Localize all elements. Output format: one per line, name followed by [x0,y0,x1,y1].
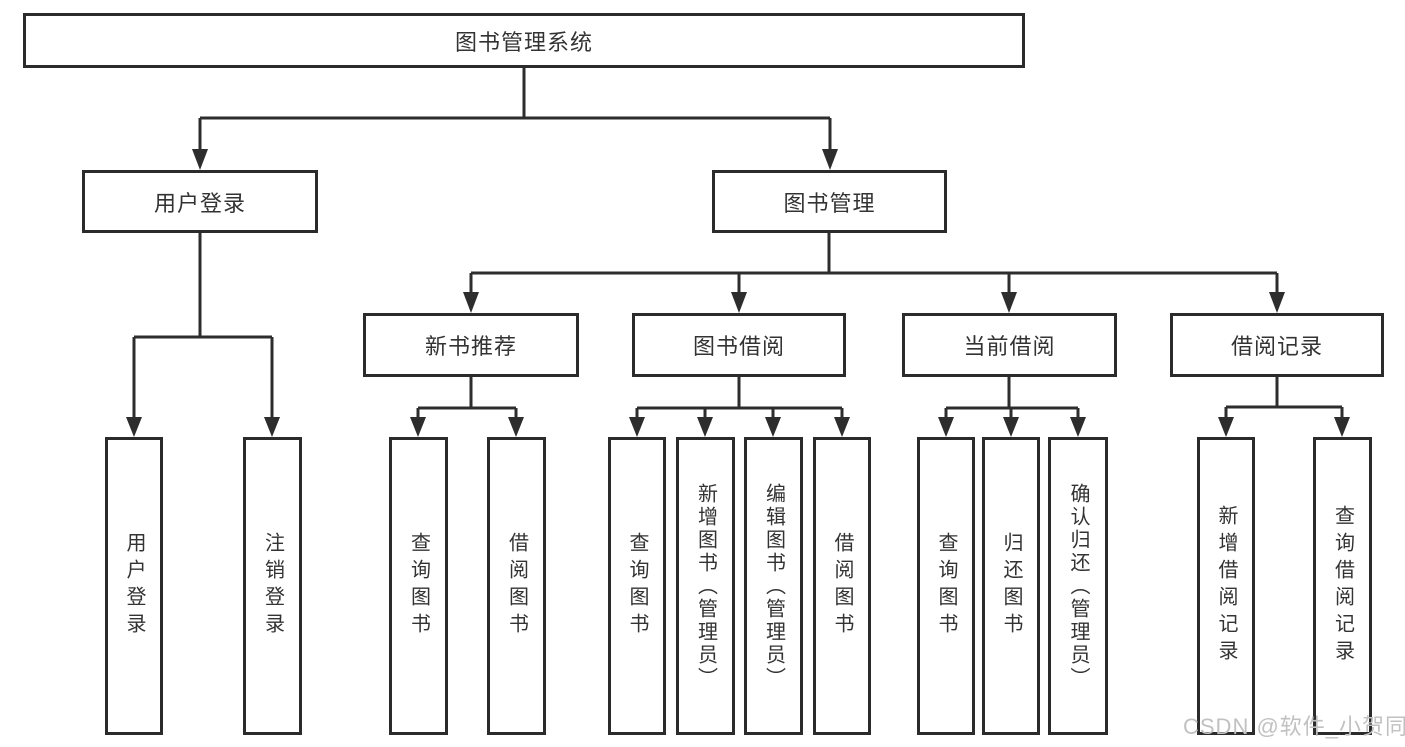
connector-book-management-to-level3 [463,233,1285,313]
node-add-borrow-record: 新增借阅记录 [1197,437,1255,735]
node-borrowing-records: 借阅记录 [1170,313,1384,377]
node-book-management: 图书管理 [712,170,947,233]
node-confirm-return-admin: 确认归还（管理员） [1048,437,1108,735]
node-current-borrowing: 当前借阅 [902,313,1117,377]
node-book-borrowing: 图书借阅 [632,313,846,377]
connector-root-to-level2 [192,68,838,170]
node-edit-book-admin: 编辑图书（管理员） [744,437,803,735]
node-query-books-3: 查询图书 [917,437,975,735]
node-query-borrow-record: 查询借阅记录 [1313,437,1372,735]
node-user-login: 用户登录 [82,170,318,233]
node-query-books-2: 查询图书 [608,437,666,735]
node-return-books: 归还图书 [982,437,1040,735]
connector-borrowing-records-to-leaves [1218,377,1350,437]
connector-new-book-recommend-to-leaves [410,377,524,437]
node-query-books-1: 查询图书 [389,437,448,735]
connector-user-login-to-leaves [126,233,280,437]
connector-current-borrowing-to-leaves [938,377,1086,437]
node-borrow-books-2: 借阅图书 [813,437,871,735]
node-borrow-books-1: 借阅图书 [487,437,546,735]
node-user-login-leaf: 用户登录 [105,437,163,735]
csdn-watermark: CSDN @软件_小贺同学 [1183,714,1405,739]
node-add-book-admin: 新增图书（管理员） [676,437,735,735]
node-library-system: 图书管理系统 [23,13,1025,68]
node-new-book-recommend: 新书推荐 [363,313,579,377]
connector-book-borrowing-to-leaves [629,377,850,437]
node-logout: 注销登录 [243,437,302,735]
